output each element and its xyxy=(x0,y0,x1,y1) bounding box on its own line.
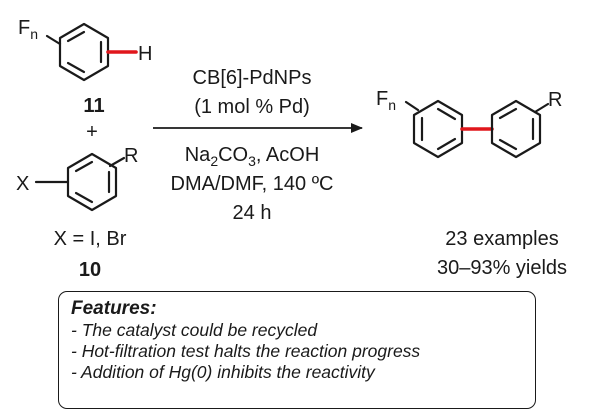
fn-attachment-bond xyxy=(45,34,62,46)
x-definition-label: X = I, Br xyxy=(54,228,127,250)
catalyst-loading-label: (1 mol % Pd) xyxy=(194,96,310,118)
catalyst-label: CB[6]-PdNPs xyxy=(193,67,312,89)
product-right-ring xyxy=(490,99,542,159)
fluoroarene-ring xyxy=(58,22,110,82)
feature-item-mercury-test: - Addition of Hg(0) inhibits the reactiv… xyxy=(71,362,375,382)
compound-number-10: 10 xyxy=(79,259,101,281)
solvent-temperature-label: DMA/DMF, 140 ºC xyxy=(171,173,334,195)
plus-sign: + xyxy=(86,121,98,143)
base-additive-label: Na2CO3, AcOH xyxy=(185,144,320,169)
reaction-time-label: 24 h xyxy=(233,202,272,224)
product-fn-label: Fn xyxy=(376,88,396,113)
product-fn-attachment-bond xyxy=(404,100,420,112)
feature-item-hot-filtration: - Hot-filtration test halts the reaction… xyxy=(71,341,421,361)
features-box: Features: - The catalyst could be recycl… xyxy=(58,291,536,409)
product-r-label: R xyxy=(548,89,562,111)
r-attachment-bond xyxy=(108,156,126,168)
features-title: Features: xyxy=(71,298,157,319)
fn-substituent-label: Fn xyxy=(18,17,38,42)
feature-item-recyclable: - The catalyst could be recycled xyxy=(71,320,318,340)
leaving-group-label: X xyxy=(16,173,29,195)
compound-number-11: 11 xyxy=(83,95,104,117)
haloarene-ring xyxy=(66,152,118,212)
product-r-attachment-bond xyxy=(533,102,550,114)
product-left-ring xyxy=(412,99,464,159)
examples-count-label: 23 examples xyxy=(445,228,558,250)
hydrogen-atom: H xyxy=(138,43,152,65)
yield-range-label: 30–93% yields xyxy=(437,257,567,279)
r-substituent-label: R xyxy=(124,145,138,167)
